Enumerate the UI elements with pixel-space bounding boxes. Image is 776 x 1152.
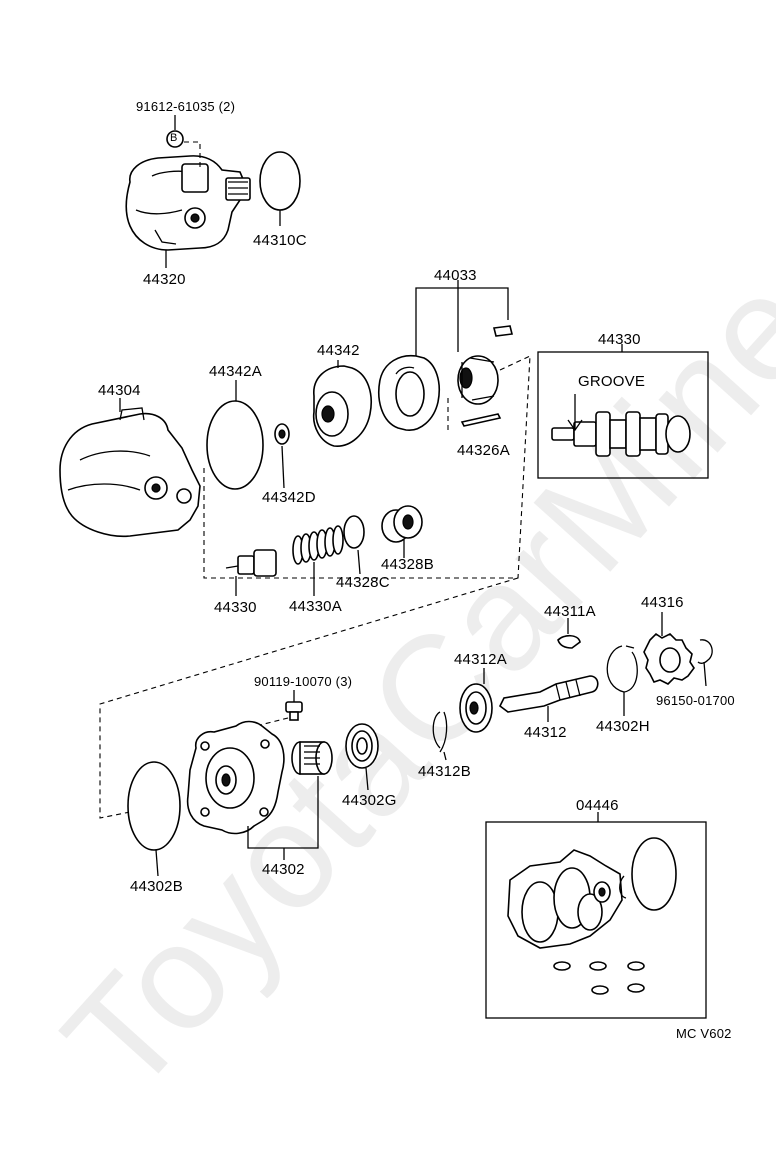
label-44326a[interactable]: 44326A [457, 442, 510, 459]
gasket-kit-04446[interactable] [507, 837, 677, 995]
oring-44302b[interactable] [127, 761, 181, 851]
snapring-44312b[interactable] [432, 711, 448, 753]
label-44312a[interactable]: 44312A [454, 651, 507, 668]
plug-44328b[interactable] [381, 505, 423, 543]
ring-44310c[interactable] [259, 151, 301, 211]
bearing-44302g[interactable] [345, 723, 379, 769]
label-44310c[interactable]: 44310C [253, 232, 307, 249]
label-groove: GROOVE [578, 373, 646, 390]
leader-44302g [365, 767, 369, 791]
seal-44342d-center [278, 429, 286, 439]
dashed-valve-frame [203, 355, 531, 579]
leader-96150 [703, 661, 707, 687]
label-44033[interactable]: 44033 [434, 267, 477, 284]
bearing-44312a[interactable] [459, 683, 493, 733]
label-44312b[interactable]: 44312B [418, 763, 471, 780]
label-bolt-91612: 91612-61035 (2) [136, 99, 236, 114]
bracket-44302 [247, 776, 319, 849]
label-44330-box[interactable]: 44330 [598, 331, 641, 348]
diagram-code: MC V602 [676, 1026, 732, 1041]
dashed-cover-frame [99, 577, 519, 819]
housing-44304[interactable] [59, 407, 201, 538]
label-44311a[interactable]: 44311A [544, 603, 596, 620]
gear-44316[interactable] [643, 632, 695, 685]
groove-arrow [567, 419, 583, 432]
label-44302[interactable]: 44302 [262, 861, 305, 878]
oring-44342a[interactable] [206, 400, 264, 490]
rotor-44033[interactable] [457, 355, 499, 405]
needle-bearing-44302[interactable] [291, 741, 333, 775]
label-b-mark: B [170, 132, 178, 144]
leader-44312b [443, 751, 447, 761]
spring-44330a[interactable] [292, 525, 344, 565]
valve-spool-detail [551, 411, 691, 457]
gasket-kit-box [485, 821, 707, 1019]
cam-ring-44033[interactable] [378, 354, 440, 431]
pin-44326a[interactable] [460, 413, 502, 427]
label-44302g[interactable]: 44302G [342, 792, 397, 809]
label-44328c[interactable]: 44328C [336, 574, 390, 591]
label-44342[interactable]: 44342 [317, 342, 360, 359]
label-44302b[interactable]: 44302B [130, 878, 183, 895]
valve-detail-box [537, 351, 709, 479]
label-44302h[interactable]: 44302H [596, 718, 650, 735]
label-44330a[interactable]: 44330A [289, 598, 342, 615]
label-bolt-90119: 90119-10070 (3) [254, 674, 353, 689]
pump-assembly-44320[interactable] [125, 155, 251, 251]
leader-44302b [155, 849, 159, 877]
leader-44328c [357, 549, 361, 575]
vane-44033[interactable] [493, 325, 513, 337]
label-04446[interactable]: 04446 [576, 797, 619, 814]
cover-44302[interactable] [186, 720, 285, 835]
bracket-44033 [415, 287, 509, 364]
label-96150[interactable]: 96150-01700 [656, 693, 735, 708]
label-44342a[interactable]: 44342A [209, 363, 262, 380]
label-44320[interactable]: 44320 [143, 271, 186, 288]
valve-44330[interactable] [225, 549, 277, 577]
side-plate-44342[interactable] [312, 365, 372, 447]
snapring-44302h[interactable] [606, 645, 638, 693]
bolt-90119[interactable] [285, 701, 303, 721]
label-44342d[interactable]: 44342D [262, 489, 316, 506]
leader-44342d [281, 445, 285, 489]
label-44328b[interactable]: 44328B [381, 556, 434, 573]
oring-44328c[interactable] [343, 515, 365, 549]
label-44330[interactable]: 44330 [214, 599, 257, 616]
key-44311a[interactable] [557, 634, 581, 649]
label-44304[interactable]: 44304 [98, 382, 141, 399]
bolt-b-marker[interactable] [166, 130, 184, 148]
label-44312[interactable]: 44312 [524, 724, 567, 741]
shaft-44312[interactable] [498, 675, 599, 713]
dashed-link-rotor [447, 355, 531, 432]
clip-96150[interactable] [697, 639, 713, 664]
label-44316[interactable]: 44316 [641, 594, 684, 611]
